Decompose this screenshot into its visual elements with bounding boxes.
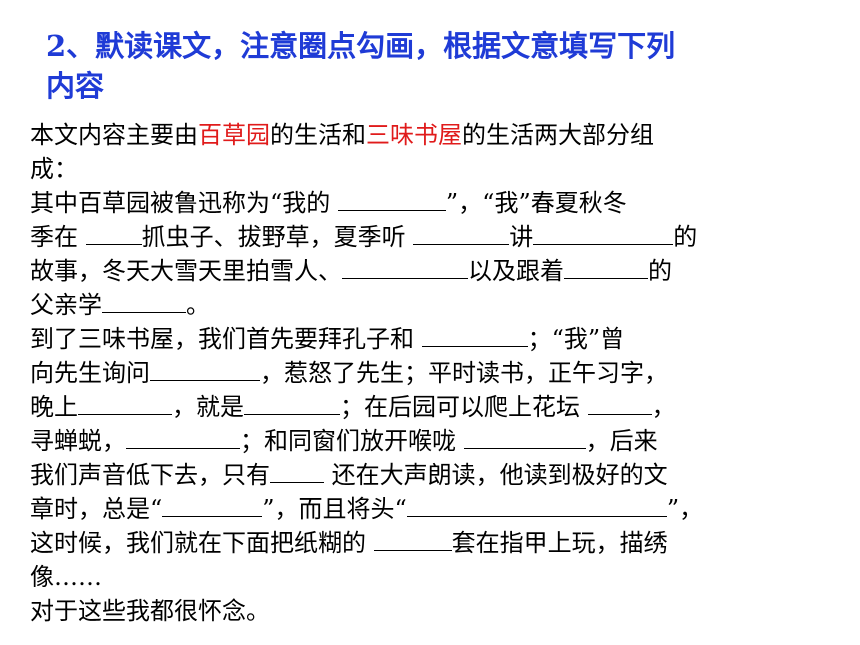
text-span: 对于这些我都很怀念。 <box>30 597 270 625</box>
text-span: ”，而且将头“ <box>262 495 407 523</box>
para1-line-2: 季在 抓虫子、拔野草，夏季听 讲 的 <box>30 220 820 254</box>
fill-blank[interactable] <box>406 494 667 517</box>
text-span: ；“我”曾 <box>527 325 625 353</box>
text-span: 章时，总是“ <box>30 495 163 523</box>
text-span: 成： <box>30 155 78 183</box>
text-span: 的生活两大部分组 <box>462 121 654 149</box>
text-span: 的生活和 <box>270 121 366 149</box>
fill-blank[interactable] <box>342 256 468 279</box>
fill-blank[interactable] <box>102 290 186 313</box>
fill-blank[interactable] <box>126 426 240 449</box>
para1-line-3: 故事，冬天大雪天里拍雪人、 以及跟着 的 <box>30 254 820 288</box>
fill-blank[interactable] <box>564 256 648 279</box>
text-span: ，惹怒了先生；平时读书，正午习字， <box>260 359 668 387</box>
fill-blank[interactable] <box>85 222 142 245</box>
fill-blank[interactable] <box>421 324 528 347</box>
para2-line-5: 我们声音低下去，只有 还在大声朗读，他读到极好的文 <box>30 458 820 492</box>
text-span: 本文内容主要由 <box>30 121 198 149</box>
fill-blank[interactable] <box>270 460 324 483</box>
para1-line-4: 父亲学 。 <box>30 288 820 322</box>
text-span: 父亲学 <box>30 291 102 319</box>
para2-line-8: 像…… <box>30 560 820 594</box>
text-span: ，就是 <box>172 393 244 421</box>
text-span: 套在指甲上玩，描绣 <box>451 529 668 557</box>
title-line-1: 2、默读课文，注意圈点勾画，根据文意填写下列 <box>46 29 676 63</box>
intro-line-1: 本文内容主要由百草园的生活和三味书屋的生活两大部分组 <box>30 118 820 152</box>
text-span: ，后来 <box>585 427 658 455</box>
text-span: 我们声音低下去，只有 <box>30 461 270 489</box>
text-span: 到了三味书屋，我们首先要拜孔子和 <box>30 325 422 353</box>
text-span: 的 <box>673 223 698 251</box>
text-span: ”， <box>666 495 704 523</box>
text-span: 故事，冬天大雪天里拍雪人、 <box>30 257 342 285</box>
text-span: ”，“我”春夏秋冬 <box>445 189 627 217</box>
fill-blank[interactable] <box>413 222 510 245</box>
text-span: 向先生询问 <box>30 359 150 387</box>
para1-line-1: 其中百草园被鲁迅称为“我的 ”，“我”春夏秋冬 <box>30 186 820 220</box>
text-body: 本文内容主要由百草园的生活和三味书屋的生活两大部分组 成： 其中百草园被鲁迅称为… <box>30 118 820 628</box>
fill-blank[interactable] <box>150 358 260 381</box>
intro-line-2: 成： <box>30 152 820 186</box>
text-span: 季在 <box>30 223 86 251</box>
text-span: 这时候，我们就在下面把纸糊的 <box>30 529 374 557</box>
para2-line-3: 晚上 ，就是 ；在后园可以爬上花坛 ， <box>30 390 820 424</box>
fill-blank[interactable] <box>587 392 652 415</box>
highlight-sanweishuwu: 三味书屋 <box>366 121 462 149</box>
para2-line-2: 向先生询问 ，惹怒了先生；平时读书，正午习字， <box>30 356 820 390</box>
text-span: 抓虫子、拔野草，夏季听 <box>141 223 414 251</box>
text-span: 还在大声朗读，他读到极好的文 <box>324 461 668 489</box>
text-span: ；和同窗们放开喉咙 <box>240 427 464 455</box>
text-span: 。 <box>186 291 210 319</box>
fill-blank[interactable] <box>78 392 172 415</box>
text-span: ；在后园可以爬上花坛 <box>340 393 588 421</box>
fill-blank[interactable] <box>337 188 446 211</box>
text-span: 讲 <box>509 223 534 251</box>
highlight-baicaoyuan: 百草园 <box>198 121 270 149</box>
fill-blank[interactable] <box>373 528 452 551</box>
para2-line-6: 章时，总是“ ”，而且将头“ ”， <box>30 492 820 526</box>
text-span: 晚上 <box>30 393 78 421</box>
closing-line: 对于这些我都很怀念。 <box>30 594 820 628</box>
fill-blank[interactable] <box>463 426 586 449</box>
para2-line-7: 这时候，我们就在下面把纸糊的 套在指甲上玩，描绣 <box>30 526 820 560</box>
title-line-2: 内容 <box>46 69 105 103</box>
para2-line-4: 寻蝉蜕， ；和同窗们放开喉咙 ，后来 <box>30 424 820 458</box>
fill-blank[interactable] <box>162 494 263 517</box>
text-span: 以及跟着 <box>468 257 564 285</box>
fill-blank[interactable] <box>244 392 340 415</box>
text-span: 的 <box>648 257 672 285</box>
para2-line-1: 到了三味书屋，我们首先要拜孔子和 ；“我”曾 <box>30 322 820 356</box>
text-span: 像…… <box>30 563 102 591</box>
text-span: 其中百草园被鲁迅称为“我的 <box>30 189 338 217</box>
fill-blank[interactable] <box>533 222 674 245</box>
text-span: ， <box>651 393 676 421</box>
text-span: 寻蝉蜕， <box>30 427 126 455</box>
slide-title: 2、默读课文，注意圈点勾画，根据文意填写下列 内容 <box>46 26 816 106</box>
